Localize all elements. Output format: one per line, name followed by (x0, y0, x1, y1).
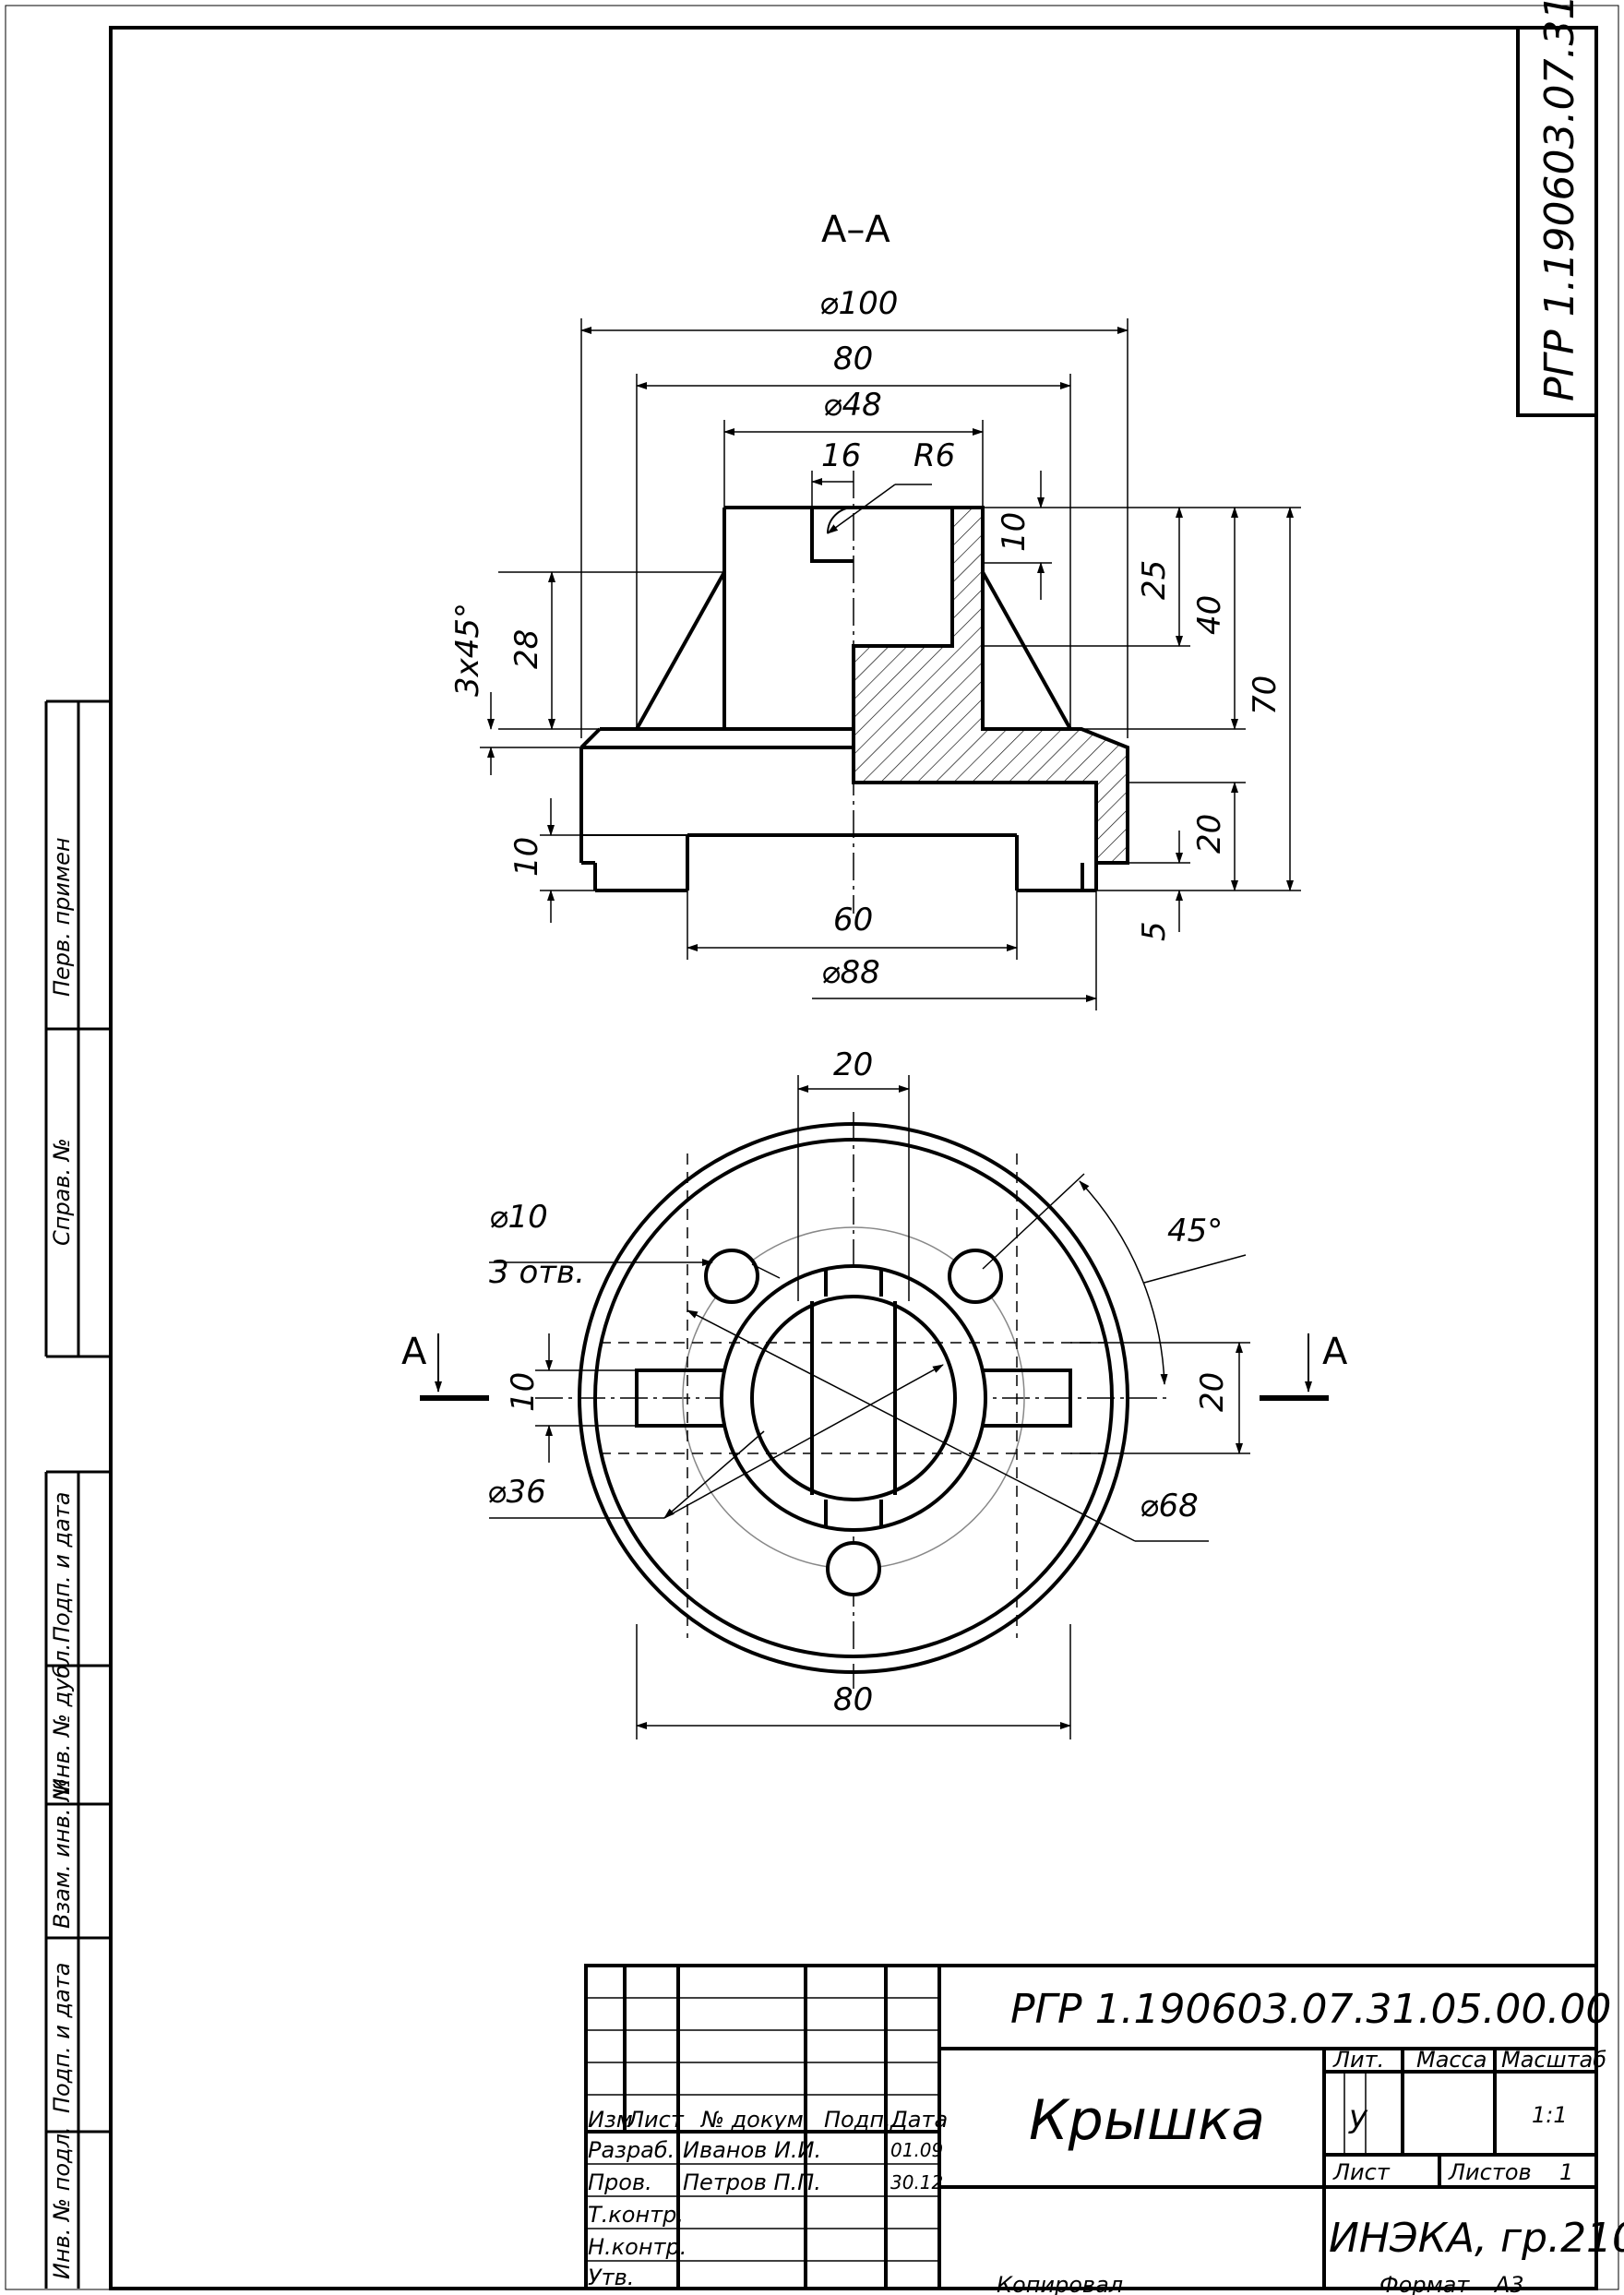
dim-20-right: 20 (1191, 814, 1228, 854)
section-outline (579, 506, 1128, 892)
tb-head-doc: № докум. (699, 2107, 810, 2133)
dim-45deg: 45° (1167, 1213, 1223, 1249)
tb-sheets-label: Листов (1448, 2159, 1532, 2185)
tb-sheets-value: 1 (1559, 2159, 1573, 2185)
tb-designation: РГР 1.190603.07.31.05.00.00 (1010, 1986, 1611, 2033)
dim-10-right: 10 (996, 512, 1033, 552)
dim-16: 16 (821, 437, 861, 474)
tb-head-izm: Изм (588, 2107, 633, 2133)
side-label-podp2: Подп. и дата (49, 1963, 75, 2114)
trim-border (5, 5, 1619, 2290)
dim-d88: ⌀88 (821, 954, 880, 991)
tb-part-name: Крышка (1029, 2088, 1265, 2153)
section-hatch (852, 506, 1129, 865)
dim-40: 40 (1191, 595, 1228, 635)
dim-20-top: 20 (833, 1046, 873, 1083)
dim-d48: ⌀48 (823, 387, 882, 424)
cut-marks (420, 1333, 1329, 1401)
tb-name-razrab: Иванов И.И. (683, 2137, 821, 2163)
tb-sheet-label: Лист (1332, 2159, 1391, 2185)
dim-3-holes: 3 отв. (489, 1254, 585, 1291)
tb-role-utv: Утв. (588, 2265, 634, 2290)
side-column (44, 699, 111, 2289)
title-block-grid (584, 1964, 1598, 2290)
side-label-inv-dubl: Инв. № дубл. (49, 1644, 75, 1795)
tb-head-sign: Подп. (824, 2107, 891, 2133)
tb-lit-label: Лит. (1332, 2047, 1384, 2073)
section-dim-lines (480, 318, 1301, 1010)
tb-head-date: Дата (890, 2107, 948, 2133)
side-label-vzam: Взам. инв. № (49, 1778, 75, 1929)
tb-mass-label: Масса (1416, 2047, 1487, 2073)
dim-d68: ⌀68 (1140, 1488, 1199, 1524)
tb-head-list: Лист (627, 2107, 685, 2133)
side-label-inv-podl: Инв. № подл. (49, 2126, 75, 2279)
tb-role-nkontr: Н.контр. (588, 2234, 687, 2260)
dim-80-bottom: 80 (833, 1681, 873, 1718)
tb-scale-value: 1:1 (1532, 2102, 1568, 2128)
dim-80-top: 80 (833, 341, 873, 377)
tb-role-prov: Пров. (588, 2169, 652, 2195)
footer-format-label: Формат (1379, 2272, 1470, 2295)
dim-5: 5 (1136, 921, 1173, 941)
dim-60: 60 (833, 902, 873, 938)
tb-lit-value: у (1348, 2098, 1368, 2135)
section-title: А–А (821, 209, 890, 251)
dim-10-left: 10 (508, 837, 545, 877)
designation-stamp (1516, 26, 1598, 417)
tb-role-tkontr: Т.контр. (588, 2202, 684, 2228)
footer-copied: Копировал (997, 2272, 1123, 2295)
dim-25: 25 (1136, 560, 1173, 600)
tb-name-prov: Петров П.П. (683, 2169, 821, 2195)
dim-10-plan: 10 (505, 1372, 542, 1412)
cut-label-left: А (401, 1331, 427, 1373)
cut-label-right: А (1322, 1331, 1348, 1373)
dim-20-plan: 20 (1194, 1372, 1231, 1412)
plan-hidden-lines (600, 1153, 1107, 1638)
dim-d100: ⌀100 (819, 285, 898, 322)
dim-70: 70 (1247, 675, 1284, 715)
dim-chamfer: 3x45° (449, 603, 486, 697)
side-label-podp1: Подп. и дата (49, 1492, 75, 1644)
designation-rotated: РГР 1.190603.07.31.05.00.00 (1536, 0, 1583, 401)
dim-r6: R6 (914, 437, 955, 474)
tb-date-razrab: 01.09 (890, 2139, 943, 2161)
plan-dim-lines (489, 1075, 1250, 1739)
tb-role-razrab: Разраб. (588, 2137, 675, 2163)
tb-scale-label: Масштаб (1501, 2047, 1606, 2073)
dim-28: 28 (508, 629, 545, 669)
footer-format-value: А3 (1493, 2272, 1524, 2295)
tb-organization: ИНЭКА, гр.2100 (1329, 2215, 1624, 2262)
dim-d10: ⌀10 (489, 1199, 548, 1236)
side-label-perv: Перв. примен (49, 837, 75, 997)
tb-date-prov: 30.12 (890, 2171, 943, 2193)
dim-d36: ⌀36 (487, 1474, 546, 1511)
side-label-sprav: Справ. № (49, 1138, 75, 1246)
